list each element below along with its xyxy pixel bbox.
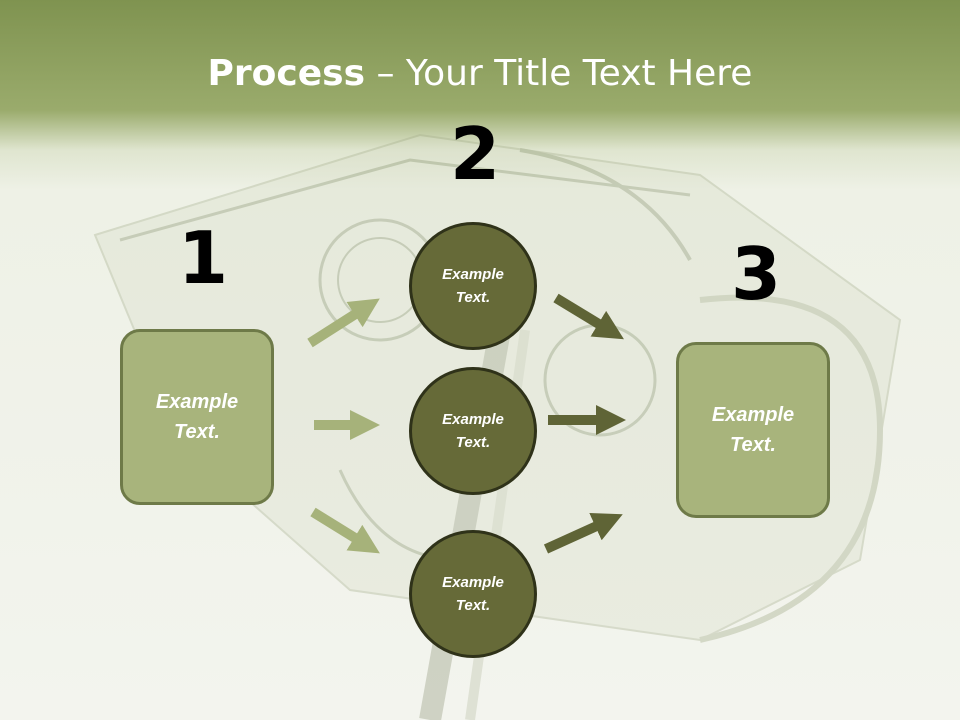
title-rest: – Your Title Text Here bbox=[365, 53, 753, 94]
slide-title: Process – Your Title Text Here bbox=[0, 52, 960, 96]
step-number-2: 2 bbox=[450, 112, 501, 196]
right-box-text: Example Text. bbox=[711, 404, 795, 456]
circle-middle-text: Example Text. bbox=[442, 411, 504, 451]
left-text-box: Example Text. bbox=[120, 329, 274, 505]
circle-bottom-text: Example Text. bbox=[442, 574, 504, 614]
circle-top-text: Example Text. bbox=[442, 266, 504, 306]
circle-bottom: Example Text. bbox=[409, 530, 537, 658]
circle-middle: Example Text. bbox=[409, 367, 537, 495]
title-bold: Process bbox=[207, 53, 366, 94]
step-number-3: 3 bbox=[731, 232, 782, 316]
left-box-text: Example Text. bbox=[155, 391, 239, 443]
circle-top: Example Text. bbox=[409, 222, 537, 350]
right-text-box: Example Text. bbox=[676, 342, 830, 518]
step-number-1: 1 bbox=[178, 216, 229, 300]
